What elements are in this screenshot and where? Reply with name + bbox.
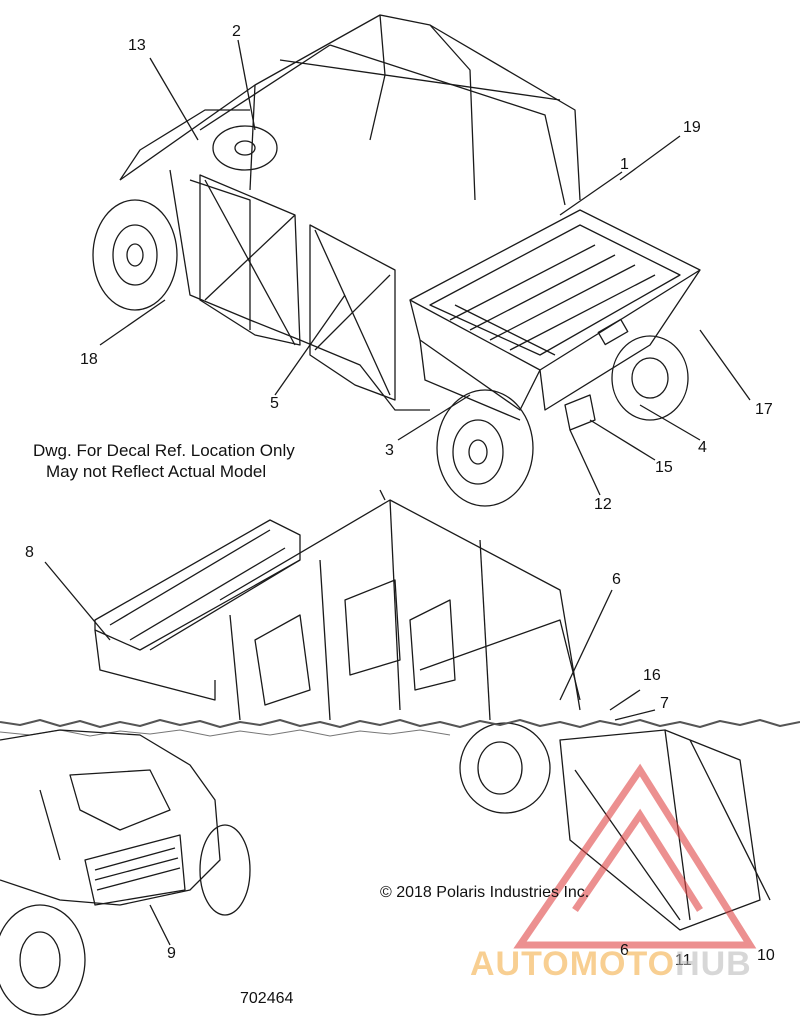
- callout-10: 10: [757, 947, 775, 964]
- callout-18: 18: [80, 351, 98, 368]
- middle-vehicle-drawing: [44, 489, 771, 931]
- watermark-text-part1: AUTOMOTO: [470, 945, 676, 983]
- drawing-number: 702464: [240, 990, 294, 1007]
- callout-13: 13: [128, 37, 146, 54]
- callout-17: 17: [755, 401, 773, 418]
- reference-note: Dwg. For Decal Ref. Location Only May no…: [33, 440, 295, 483]
- watermark-logo: [513, 763, 757, 949]
- callout-11: 11: [675, 952, 692, 969]
- reference-note-line1: Dwg. For Decal Ref. Location Only: [33, 441, 295, 460]
- watermark-text-part2: HUB: [675, 945, 752, 983]
- callout-15: 15: [655, 459, 673, 476]
- copyright-notice: © 2018 Polaris Industries Inc.: [380, 884, 590, 901]
- callout-8: 8: [25, 544, 34, 561]
- torn-edge: [0, 719, 800, 728]
- callout-16: 16: [643, 667, 661, 684]
- top-vehicle-drawing: [92, 14, 751, 507]
- callout-12: 12: [594, 496, 612, 513]
- callout-3: 3: [385, 442, 394, 459]
- callout-19: 19: [683, 119, 701, 136]
- front-vehicle-drawing: [0, 729, 251, 1016]
- callout-5: 5: [270, 395, 279, 412]
- watermark-text: AUTOMOTOHUB: [470, 945, 752, 984]
- callout-2: 2: [232, 23, 241, 40]
- callout-6-bottom: 6: [620, 942, 629, 959]
- callout-7: 7: [660, 695, 669, 712]
- callout-6-top: 6: [612, 571, 621, 588]
- reference-note-line2: May not Reflect Actual Model: [46, 462, 267, 482]
- callout-1: 1: [620, 156, 629, 173]
- callout-4: 4: [698, 439, 707, 456]
- callout-9: 9: [167, 945, 176, 962]
